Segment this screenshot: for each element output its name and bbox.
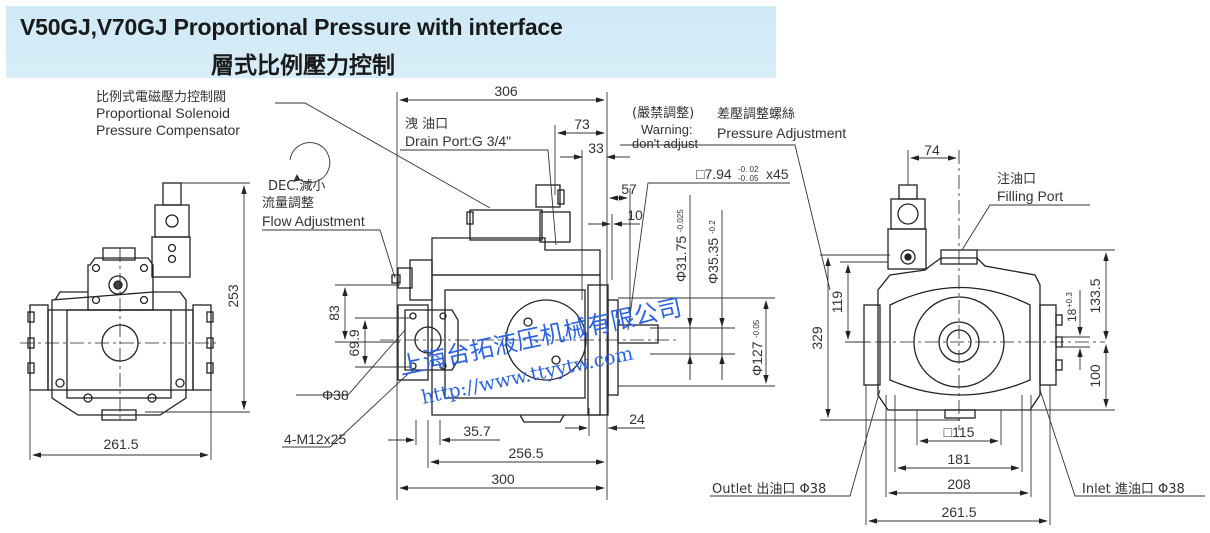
dim-10: 10 — [627, 207, 643, 223]
dim-69-9: 69.9 — [346, 329, 362, 356]
dim-33: 33 — [588, 140, 604, 156]
filling-port-label-zh: 注油口 — [997, 172, 1036, 187]
solenoid-label-en-2: Pressure Compensator — [96, 122, 240, 138]
front-view — [850, 150, 1105, 430]
dim-300: 300 — [491, 471, 515, 487]
flow-label-en: Flow Adjustment — [262, 213, 365, 229]
drain-label-en: Drain Port:G 3/4" — [405, 133, 511, 149]
svg-text:□7.94: □7.94 — [696, 166, 732, 182]
dim-width-261-5-left: 261.5 — [103, 436, 138, 452]
svg-text:-0.05: -0.05 — [752, 319, 761, 338]
title-banner: V50GJ,V70GJ Proportional Pressure with i… — [6, 6, 776, 79]
dim-208: 208 — [947, 476, 971, 492]
dim-261-5-front: 261.5 — [941, 504, 976, 520]
flow-label-zh: 流量調整 — [262, 196, 314, 211]
dim-74: 74 — [924, 142, 940, 158]
svg-text:x45: x45 — [766, 166, 789, 182]
dim-shaft-dia: Φ31.75 -0.025 — [673, 209, 689, 282]
dim-181: 181 — [947, 451, 971, 467]
dim-57: 57 — [621, 181, 637, 197]
inlet-label: Inlet 進油口 Φ38 — [1082, 482, 1185, 497]
dim-height-253: 253 — [225, 284, 241, 308]
dim-18: 18 +0.3 — [1065, 292, 1079, 322]
rear-view — [20, 182, 220, 421]
dim-pilot-dia: Φ127 -0.05 — [749, 319, 765, 376]
dim-sq-115: □115 — [944, 424, 975, 440]
port-dia-label: Φ38 — [322, 387, 349, 403]
svg-text:-0. 02: -0. 02 — [738, 165, 759, 174]
key-callout: □7.94 -0. 02 -0. 05 x45 — [696, 165, 789, 183]
svg-text:-0.2: -0.2 — [708, 220, 717, 234]
dim-73: 73 — [574, 116, 590, 132]
solenoid-label-en-1: Proportional Solenoid — [96, 105, 230, 121]
warning-label-en-2: don't adjust — [632, 136, 698, 151]
svg-text:-0.025: -0.025 — [676, 209, 685, 232]
svg-text:18: 18 — [1065, 308, 1079, 322]
dim-24: 24 — [629, 411, 645, 427]
dim-256-5: 256.5 — [508, 445, 543, 461]
title-chinese: 層式比例壓力控制 — [211, 53, 395, 79]
title-english: V50GJ,V70GJ Proportional Pressure with i… — [20, 14, 563, 40]
dim-329: 329 — [809, 326, 825, 350]
svg-text:-0. 05: -0. 05 — [738, 174, 759, 183]
warning-label-en-1: Warning: — [641, 122, 693, 137]
outlet-label: Outlet 出油口 Φ38 — [712, 482, 826, 497]
watermark: 上海台拓液压机械有限公司 http://www.ttyytw.com — [397, 293, 685, 408]
svg-text:Φ35.35: Φ35.35 — [705, 238, 721, 284]
pressure-adj-label-zh: 差壓調整螺絲 — [717, 107, 795, 122]
dim-306: 306 — [494, 83, 518, 99]
pressure-adj-label-en: Pressure Adjustment — [717, 125, 846, 141]
side-view — [380, 184, 680, 423]
drain-label-zh: 洩 油口 — [405, 117, 448, 132]
dim-100: 100 — [1087, 364, 1103, 388]
svg-text:Φ127: Φ127 — [749, 341, 765, 376]
dim-119: 119 — [829, 291, 845, 314]
dim-35-7: 35.7 — [463, 423, 490, 439]
dim-83: 83 — [326, 305, 342, 321]
warning-label-zh: (嚴禁調整) — [632, 106, 694, 121]
solenoid-label-zh: 比例式電磁壓力控制閥 — [96, 90, 226, 105]
filling-port-label-en: Filling Port — [997, 188, 1063, 204]
svg-text:Φ31.75: Φ31.75 — [673, 236, 689, 282]
dim-key-dia: Φ35.35 -0.2 — [705, 220, 721, 284]
dim-133-5: 133.5 — [1087, 278, 1103, 313]
svg-text:+0.3: +0.3 — [1065, 292, 1074, 308]
dec-label: DEC.減小 — [268, 178, 325, 194]
bolts-label: 4-M12x25 — [284, 431, 346, 447]
